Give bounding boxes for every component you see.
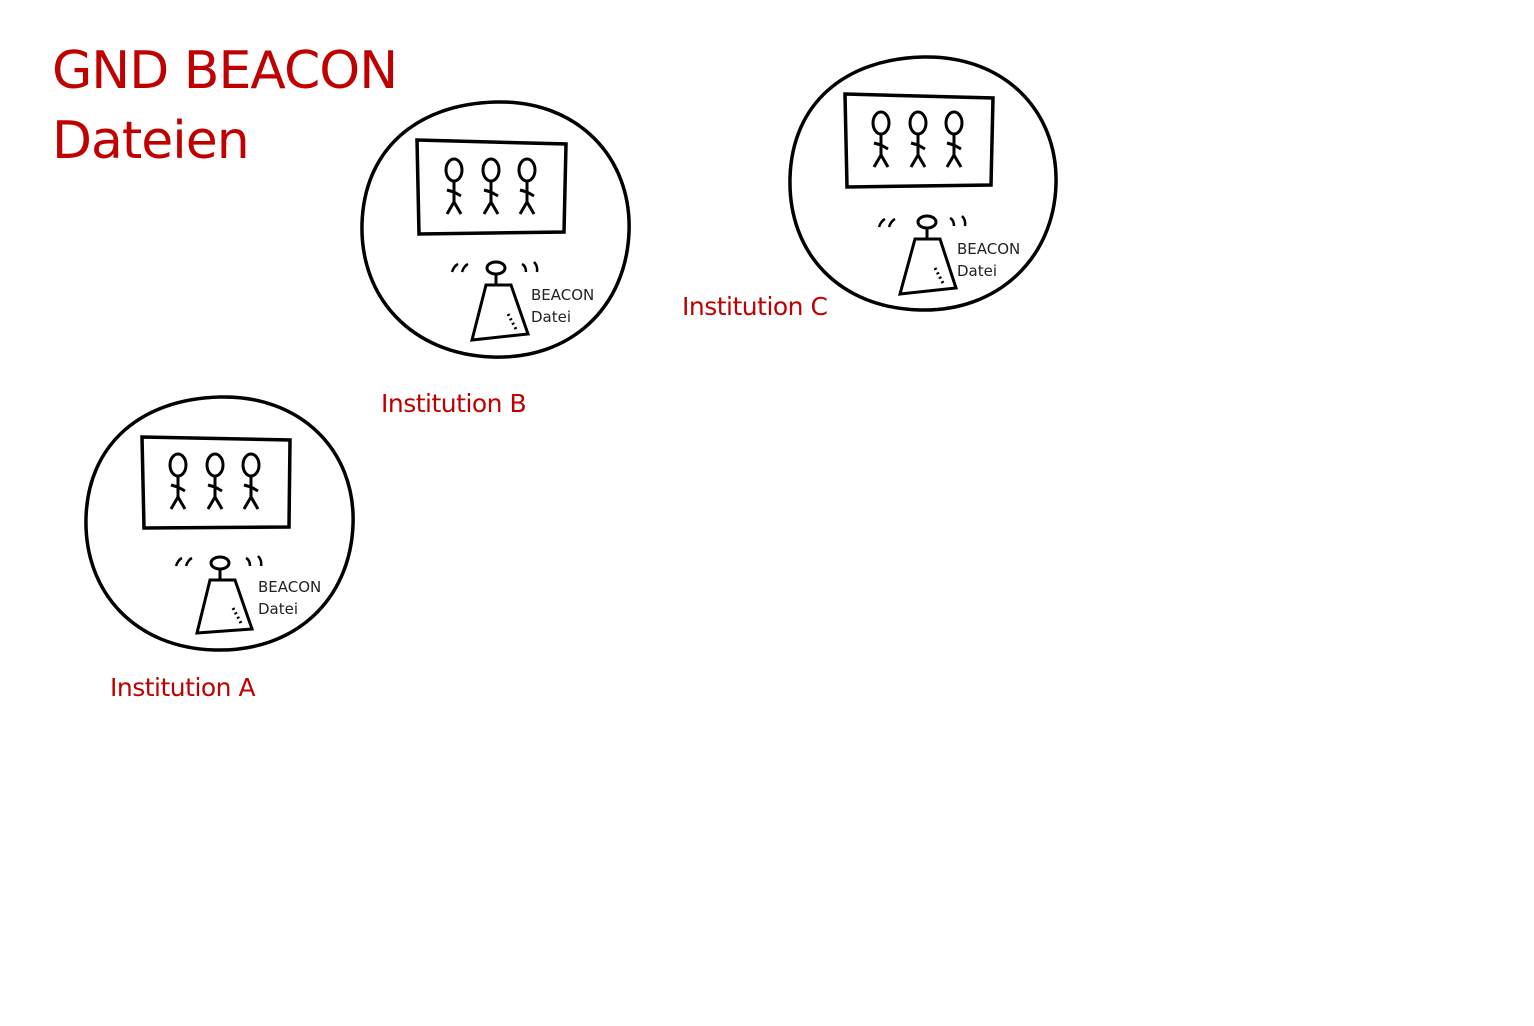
- beacon-transmitter-icon: [877, 214, 967, 296]
- institution-b-label: Institution B: [381, 389, 527, 418]
- person-icon: [205, 452, 225, 511]
- institution-c-circle: [788, 55, 1058, 312]
- person-icon: [517, 157, 537, 216]
- person-icon: [444, 157, 464, 216]
- institution-a-screen: [140, 435, 292, 530]
- person-icon: [168, 452, 188, 511]
- beacon-transmitter-icon: [450, 260, 539, 342]
- institution-b-screen: [415, 138, 568, 236]
- title-line-2: Dateien: [52, 111, 250, 171]
- person-icon: [908, 110, 928, 169]
- institution-c-screen: [843, 92, 995, 189]
- institution-a-group: BEACON Datei: [84, 395, 355, 652]
- beacon-label-line-1: BEACON: [957, 240, 1020, 258]
- person-icon: [871, 110, 891, 169]
- beacon-transmitter-icon: [174, 555, 263, 635]
- institution-c-group: BEACON Datei: [788, 55, 1058, 312]
- beacon-label-line-2: Datei: [531, 308, 571, 326]
- beacon-label-line-2: Datei: [957, 262, 997, 280]
- beacon-label-line-1: BEACON: [258, 578, 321, 596]
- institution-a-circle: [84, 395, 355, 652]
- institution-c-label: Institution C: [682, 292, 828, 321]
- person-icon: [944, 110, 964, 169]
- person-icon: [241, 452, 261, 511]
- title-line-1: GND BEACON: [52, 41, 398, 101]
- person-icon: [481, 157, 501, 216]
- institution-b-circle: [360, 100, 631, 359]
- beacon-label-line-2: Datei: [258, 600, 298, 618]
- diagram-title: GND BEACON Dateien: [52, 36, 398, 176]
- beacon-label-line-1: BEACON: [531, 286, 594, 304]
- institution-a-label: Institution A: [110, 673, 256, 702]
- institution-b-group: BEACON Datei: [360, 100, 631, 359]
